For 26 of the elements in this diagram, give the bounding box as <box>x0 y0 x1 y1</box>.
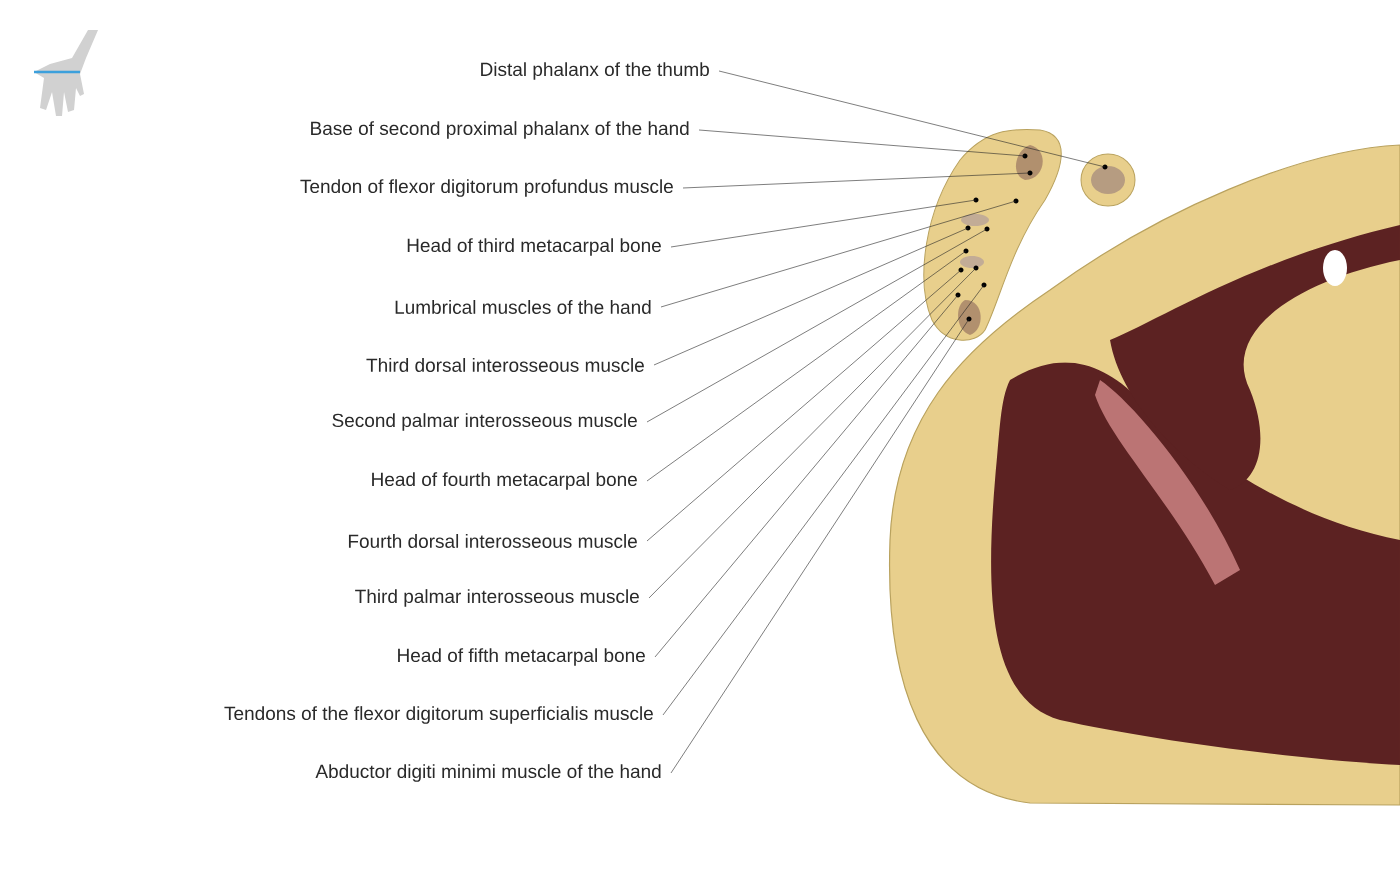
leader-line <box>662 284 985 716</box>
part-label: Head of third metacarpal bone <box>407 238 661 256</box>
part-label: Distal phalanx of the thumb <box>481 62 709 80</box>
leader-line <box>653 227 969 366</box>
part-label: Head of fourth metacarpal bone <box>372 472 637 490</box>
part-label: Base of second proximal phalanx of the hand <box>311 121 689 139</box>
part-label: Third dorsal interosseous muscle <box>366 358 644 372</box>
leader-line <box>670 199 977 248</box>
part-label: Tendon of flexor digitorum profundus muscle <box>300 179 673 197</box>
leader-line <box>646 269 962 542</box>
part-label: Third palmar interosseous muscle <box>355 589 639 607</box>
leader-line <box>654 294 959 658</box>
leader-line <box>682 172 1031 189</box>
leader-line <box>646 250 967 482</box>
part-label: Abductor digiti minimi muscle of the hand <box>315 764 661 782</box>
part-label: Fourth dorsal interosseous muscle <box>348 534 637 548</box>
leader-line <box>646 228 988 423</box>
leader-line <box>660 200 1017 308</box>
part-label: Head of fifth metacarpal bone <box>398 648 645 666</box>
part-label: Tendons of the flexor digitorum superficialis muscle <box>224 706 653 724</box>
leader-line <box>670 318 970 774</box>
leader-line <box>718 70 1106 168</box>
part-label: Second palmar interosseous muscle <box>332 413 637 431</box>
leader-line <box>648 267 977 599</box>
part-label: Lumbrical muscles of the hand <box>395 300 651 314</box>
leader-line <box>698 129 1026 157</box>
